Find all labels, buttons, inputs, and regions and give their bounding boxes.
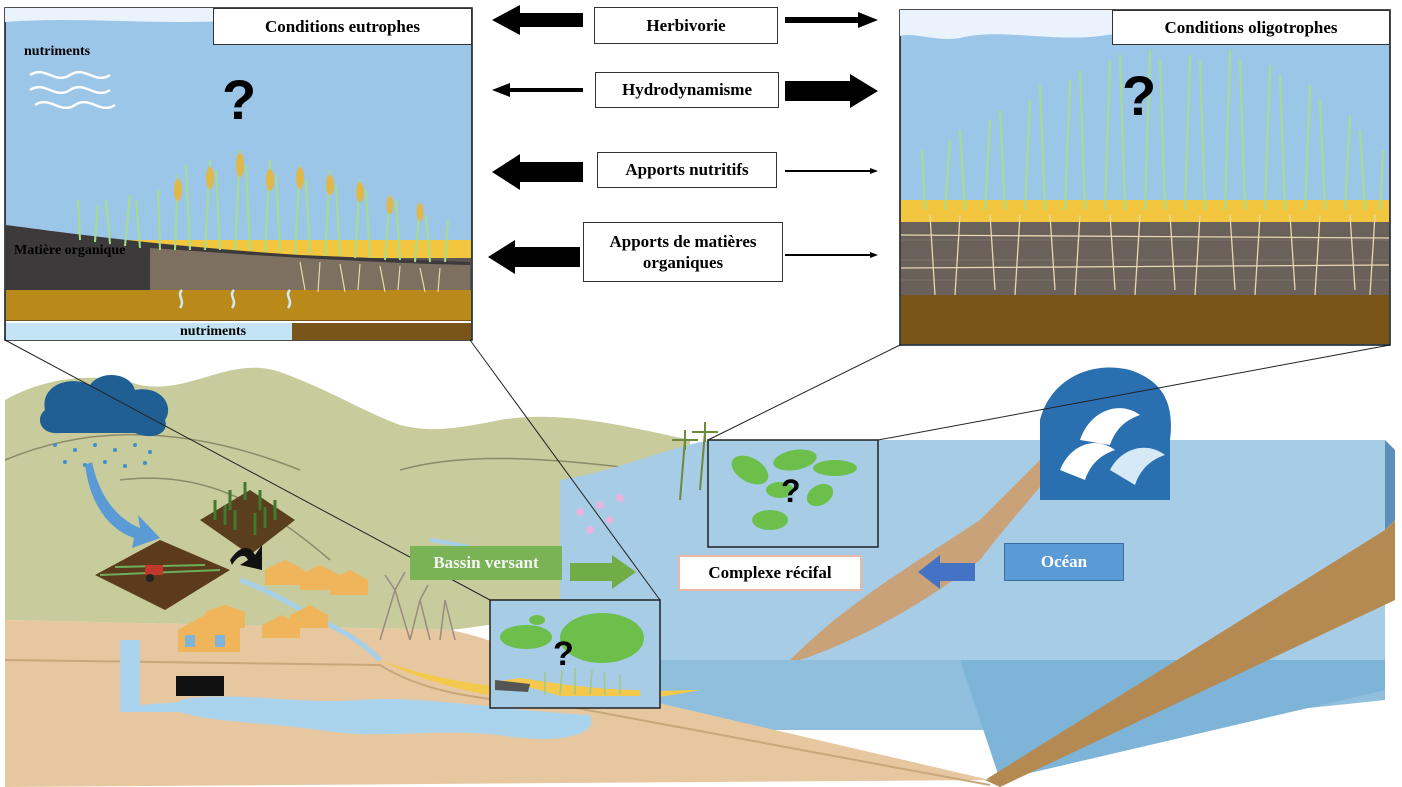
oligotrophic-title: Conditions oligotrophes [1112,10,1390,45]
factory-icon [176,676,224,696]
palm-trees-icon [672,422,718,501]
factor-hydrodynamics: Hydrodynamisme [595,72,779,108]
organic-matter-label: Matière organique [14,243,126,258]
nutrients-top-label: nutriments [24,44,91,59]
oligotrophic-panel [899,9,1391,346]
eutrophic-question: ? [222,68,257,131]
nutrient-waves-icon [29,70,116,110]
ocean-label: Océan [1004,543,1124,581]
reef-question: ? [781,473,801,509]
reef-complex-label: Complexe récifal [678,555,862,591]
mangrove-icon [379,571,456,641]
tractor-icon [145,565,163,582]
factor-arrows [488,5,878,274]
flowers-icon [576,494,624,534]
factor-herbivory: Herbivorie [594,7,778,44]
rain-icon [53,443,152,468]
factor-nutrient-inputs: Apports nutritifs [597,152,777,188]
nutrients-bottom-label: nutriments [180,324,247,339]
watershed-arrow-icon [570,555,636,589]
oligotrophic-question: ? [1122,64,1157,127]
eutrophic-panel [4,7,473,341]
ocean-arrow-icon [918,555,975,589]
factor-organic-inputs-line1: Apports de matières [609,231,757,251]
lagoon-question: ? [553,635,574,673]
watershed-label: Bassin versant [410,546,562,580]
factor-organic-inputs-line2: organiques [642,253,724,272]
wave-icon [1040,367,1171,500]
rain-cloud-icon [40,374,169,437]
reef-barrier [790,450,1060,660]
houses-icon [262,560,368,638]
eutrophic-title: Conditions eutrophes [213,8,472,45]
branch-arrow-icon [230,545,262,570]
runoff-arrow-icon [85,462,160,548]
factor-organic-inputs: Apports de matières organiques [583,222,783,282]
